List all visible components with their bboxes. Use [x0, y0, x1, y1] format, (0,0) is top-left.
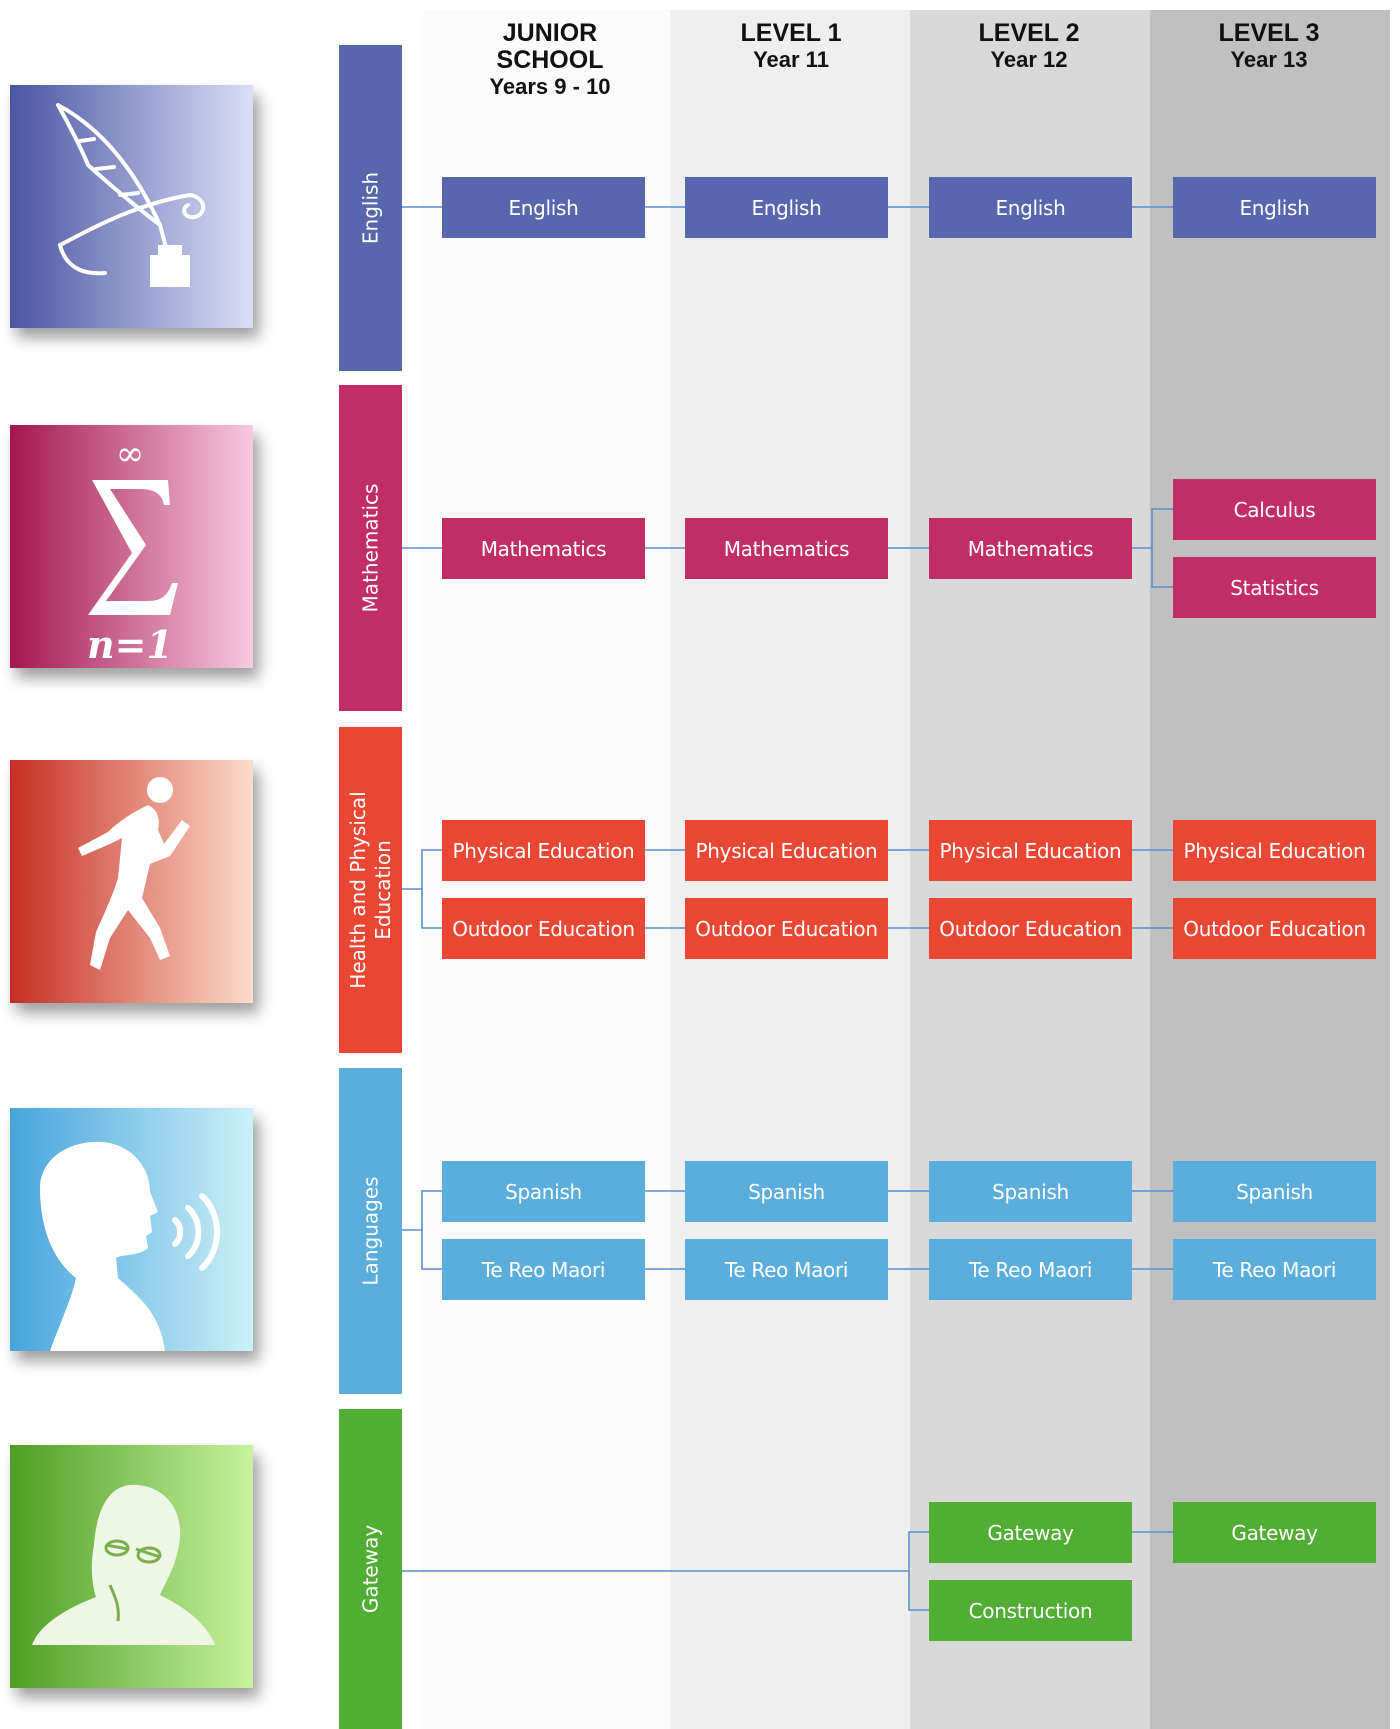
column-header-line: LEVEL 1 — [740, 19, 842, 47]
languages-tile — [10, 1108, 253, 1351]
quill-icon — [56, 103, 206, 287]
course-physical-education-level1[interactable]: Physical Education — [685, 820, 888, 881]
column-header-subline: Year 12 — [990, 47, 1068, 72]
course-spanish-level3[interactable]: Spanish — [1173, 1161, 1376, 1222]
column-header-level1: LEVEL 1 Year 11 — [686, 20, 896, 73]
course-mathematics-junior[interactable]: Mathematics — [442, 518, 645, 579]
column-header-subline: Year 13 — [1230, 47, 1308, 72]
area-label-languages: Languages — [358, 1176, 382, 1286]
area-bar-health-pe: Health and Physical Education — [339, 727, 402, 1053]
course-te-reo-maori-level1[interactable]: Te Reo Maori — [685, 1239, 888, 1300]
course-te-reo-maori-junior[interactable]: Te Reo Maori — [442, 1239, 645, 1300]
course-construction-level2[interactable]: Construction — [929, 1580, 1132, 1641]
area-label-english: English — [358, 171, 382, 245]
course-statistics-level3[interactable]: Statistics — [1173, 557, 1376, 618]
english-tile — [10, 85, 253, 328]
course-physical-education-level2[interactable]: Physical Education — [929, 820, 1132, 881]
course-english-level3[interactable]: English — [1173, 177, 1376, 238]
area-bar-gateway: Gateway — [339, 1409, 402, 1729]
course-te-reo-maori-level2[interactable]: Te Reo Maori — [929, 1239, 1132, 1300]
course-outdoor-education-level2[interactable]: Outdoor Education — [929, 898, 1132, 959]
course-te-reo-maori-level3[interactable]: Te Reo Maori — [1173, 1239, 1376, 1300]
column-header-line: LEVEL 3 — [1218, 19, 1320, 47]
course-spanish-level1[interactable]: Spanish — [685, 1161, 888, 1222]
course-outdoor-education-junior[interactable]: Outdoor Education — [442, 898, 645, 959]
course-english-junior[interactable]: English — [442, 177, 645, 238]
column-header-line: JUNIOR — [502, 19, 598, 47]
column-header-subline: Year 11 — [753, 47, 829, 72]
area-label-health-pe: Health and Physical Education — [345, 791, 395, 989]
speaking-head-icon — [40, 1141, 165, 1351]
course-gateway-level2[interactable]: Gateway — [929, 1502, 1132, 1563]
area-label-mathematics: Mathematics — [358, 483, 382, 613]
column-header-line: LEVEL 2 — [978, 19, 1080, 47]
area-bar-languages: Languages — [339, 1068, 402, 1394]
column-header-junior: JUNIOR SCHOOL Years 9 - 10 — [445, 20, 655, 100]
course-calculus-level3[interactable]: Calculus — [1173, 479, 1376, 540]
sigma-icon: ∞ n=1 — [87, 434, 178, 667]
column-header-subline: Years 9 - 10 — [489, 74, 611, 99]
runner-icon — [78, 777, 190, 970]
course-physical-education-junior[interactable]: Physical Education — [442, 820, 645, 881]
course-outdoor-education-level1[interactable]: Outdoor Education — [685, 898, 888, 959]
area-bar-english: English — [339, 45, 402, 371]
area-label-gateway: Gateway — [358, 1524, 382, 1614]
course-english-level1[interactable]: English — [685, 177, 888, 238]
mathematics-tile: ∞ n=1 — [10, 425, 253, 668]
area-bar-mathematics: Mathematics — [339, 385, 402, 711]
column-header-level3: LEVEL 3 Year 13 — [1164, 20, 1374, 73]
health-pe-tile — [10, 760, 253, 1003]
sound-waves-icon — [172, 1193, 220, 1271]
course-mathematics-level1[interactable]: Mathematics — [685, 518, 888, 579]
gateway-tile — [10, 1445, 253, 1688]
course-gateway-level3[interactable]: Gateway — [1173, 1502, 1376, 1563]
course-physical-education-level3[interactable]: Physical Education — [1173, 820, 1376, 881]
column-header-level2: LEVEL 2 Year 12 — [924, 20, 1134, 73]
course-english-level2[interactable]: English — [929, 177, 1132, 238]
sigma-upper-bound: ∞ — [116, 434, 144, 474]
thinking-person-icon — [32, 1484, 215, 1645]
column-header-line: SCHOOL — [496, 46, 604, 74]
sigma-lower-bound: n=1 — [87, 622, 173, 667]
course-spanish-level2[interactable]: Spanish — [929, 1161, 1132, 1222]
course-spanish-junior[interactable]: Spanish — [442, 1161, 645, 1222]
course-mathematics-level2[interactable]: Mathematics — [929, 518, 1132, 579]
course-outdoor-education-level3[interactable]: Outdoor Education — [1173, 898, 1376, 959]
